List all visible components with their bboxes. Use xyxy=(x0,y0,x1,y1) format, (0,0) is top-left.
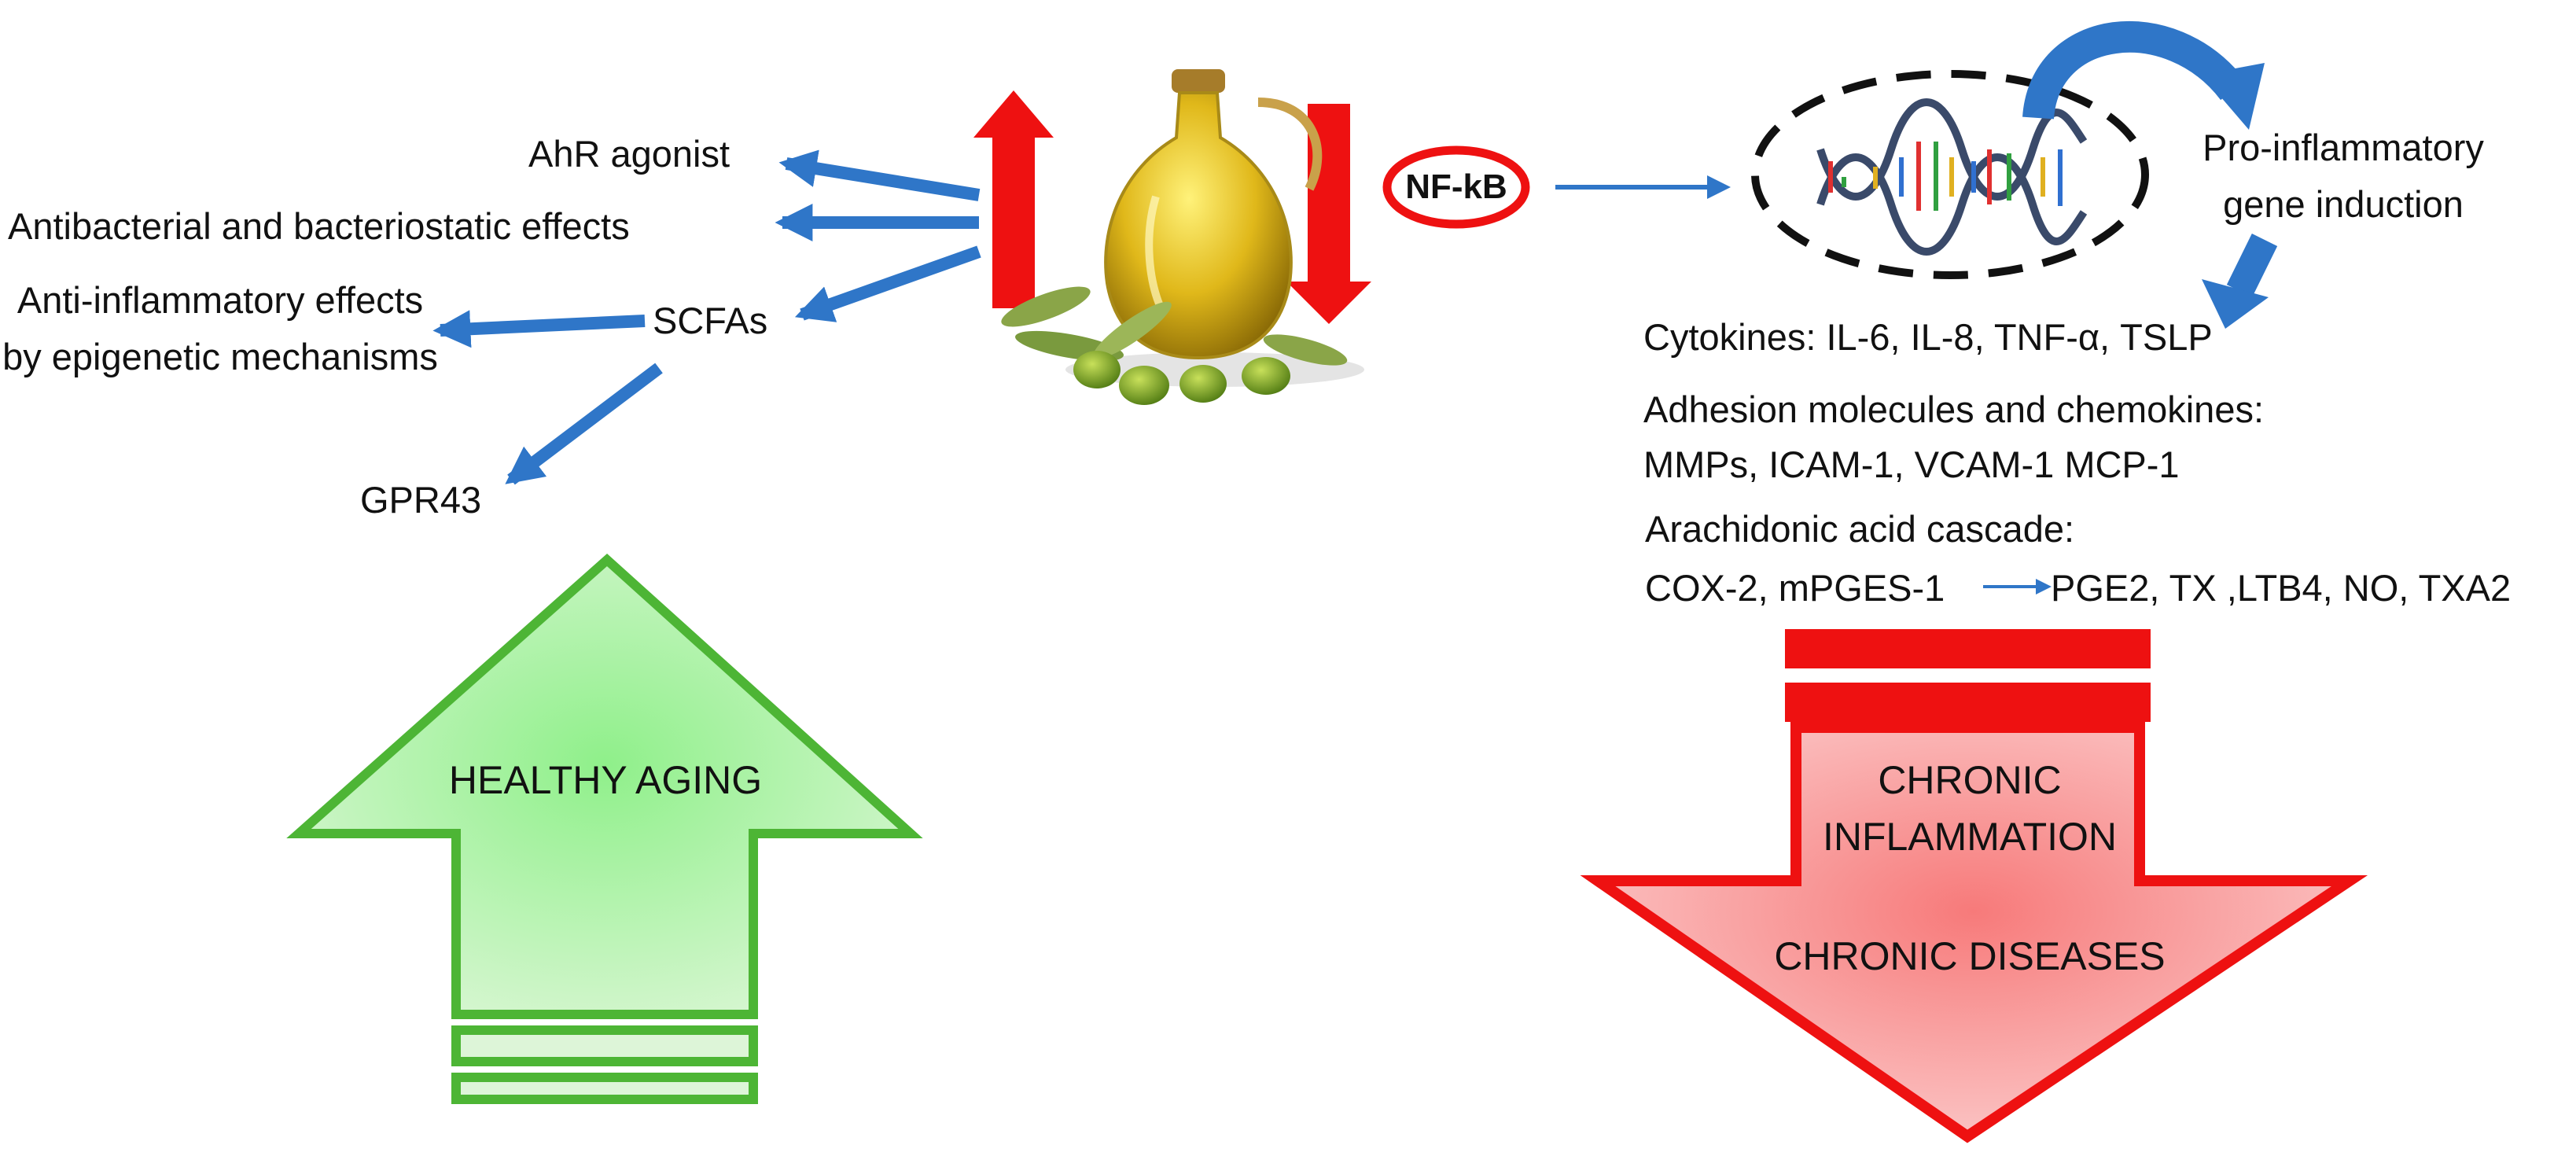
arrow-gene-to-mediators xyxy=(2226,234,2278,297)
gene-induction-label: Pro-inflammatory gene induction xyxy=(2202,127,2484,225)
cascade-right-label: PGE2, TX ,LTB4, NO, TXA2 xyxy=(2051,567,2512,609)
healthy-aging-bar-1 xyxy=(451,1025,758,1066)
healthy-aging-label: HEALTHY AGING xyxy=(448,758,763,802)
arachidonic-title-label: Arachidonic acid cascade: xyxy=(1645,508,2075,550)
increase-arrow xyxy=(973,90,1054,308)
antibacterial-label: Antibacterial and bacteriostatic effects xyxy=(8,205,630,247)
chronic-bar-top xyxy=(1785,629,2151,668)
arrow-to-ahr xyxy=(778,149,981,201)
decrease-arrow xyxy=(1286,104,1371,324)
nfkb-oval xyxy=(1382,145,1530,229)
anti-inflammatory-label: Anti-inflammatory effects by epigenetic … xyxy=(2,279,438,377)
adhesion-list-label: MMPs, ICAM-1, VCAM-1 MCP-1 xyxy=(1643,444,2180,485)
arrow-to-gpr43 xyxy=(505,363,663,485)
chronic-inflammation-label: CHRONIC INFLAMMATION xyxy=(1822,758,2118,859)
scfas-label: SCFAs xyxy=(653,300,768,341)
chronic-inflammation-arrow xyxy=(1580,722,2368,1143)
left-effect-arrows xyxy=(432,149,981,485)
dna-helix-icon xyxy=(1816,98,2088,256)
olive-oil-bottle-image xyxy=(1001,69,1364,405)
curved-arrow-to-gene-induction xyxy=(2022,20,2246,120)
arrow-to-anti-inflammatory xyxy=(432,310,646,348)
healthy-aging-arrow xyxy=(286,553,923,1019)
dna-dashed-ellipse xyxy=(1751,70,2149,279)
chronic-diseases-label: CHRONIC DISEASES xyxy=(1774,934,2166,978)
arrow-to-scfas xyxy=(794,245,981,322)
gpr43-label: GPR43 xyxy=(360,479,482,521)
cytokines-label: Cytokines: IL-6, IL-8, TNF-α, TSLP xyxy=(1643,316,2213,358)
ahr-agonist-label: AhR agonist xyxy=(528,133,730,175)
healthy-aging-bar-2 xyxy=(451,1073,758,1104)
adhesion-title-label: Adhesion molecules and chemokines: xyxy=(1643,388,2265,430)
chronic-bar-mid xyxy=(1785,683,2151,722)
nfkb-label: NF-kB xyxy=(1405,168,1507,206)
cascade-left-label: COX-2, mPGES-1 xyxy=(1645,567,1945,609)
